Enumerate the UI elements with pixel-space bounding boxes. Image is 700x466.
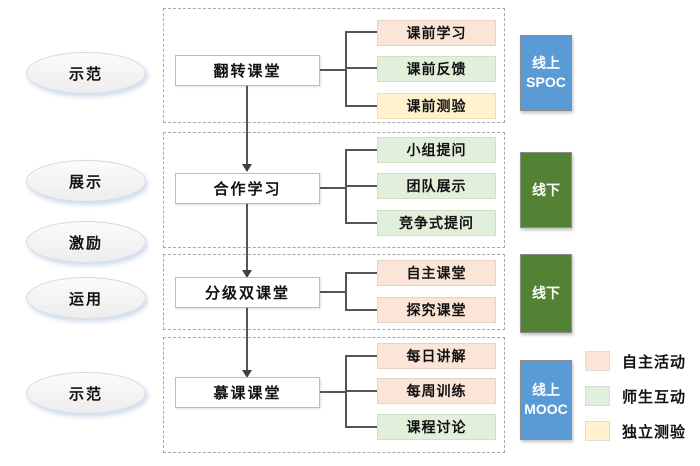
connector-line [345, 309, 377, 311]
flow-arrowhead-1 [242, 164, 252, 172]
flow-line-1 [246, 86, 248, 165]
legend-label-interaction: 师生互动 [622, 388, 687, 406]
connector-line [345, 426, 377, 428]
mode-line1: 线上 [532, 55, 560, 72]
connector-line [345, 105, 377, 107]
connector-line [345, 355, 377, 357]
main-box-cooperative-learning: 合作学习 [175, 173, 320, 204]
flow-line-2 [246, 204, 248, 271]
activity-box-group-questions: 小组提问 [377, 137, 496, 163]
legend-label-independent-test: 独立测验 [622, 423, 687, 441]
mode-line2: MOOC [524, 401, 568, 417]
activity-box-pre-class-study: 课前学习 [377, 20, 496, 46]
flow-line-3 [246, 308, 248, 371]
connector-line [320, 391, 346, 393]
bracket-line [345, 272, 347, 311]
flow-arrowhead-3 [242, 370, 252, 378]
legend-swatch-independent-test [585, 421, 610, 441]
legend-label-self-activity: 自主活动 [622, 353, 687, 371]
connector-line [345, 185, 377, 187]
phase-ellipse-3: 激励 [26, 221, 146, 263]
activity-box-pre-class-test: 课前测验 [377, 93, 496, 119]
activity-box-autonomous-classroom: 自主课堂 [377, 260, 496, 286]
group-frame-4 [163, 337, 505, 453]
phase-ellipse-1: 示范 [26, 52, 146, 94]
activity-box-course-discussion: 课程讨论 [377, 414, 496, 440]
connector-line [345, 390, 377, 392]
group-frame-2 [163, 132, 505, 248]
activity-box-weekly-training: 每周训练 [377, 378, 496, 404]
connector-line [345, 149, 377, 151]
main-box-tiered-dual-classroom: 分级双课堂 [175, 277, 320, 308]
activity-box-competitive-questions: 竞争式提问 [377, 210, 496, 236]
mode-line1: 线下 [532, 181, 560, 198]
main-box-mooc-classroom: 慕课课堂 [175, 377, 320, 408]
legend-swatch-self-activity [585, 351, 610, 371]
connector-line [345, 272, 377, 274]
connector-line [345, 67, 377, 69]
flow-arrowhead-2 [242, 270, 252, 278]
mode-box-offline-1: 线下 [520, 152, 572, 228]
connector-line [345, 222, 377, 224]
activity-box-team-presentation: 团队展示 [377, 173, 496, 199]
connector-line [320, 187, 346, 189]
mode-box-online-mooc: 线上 MOOC [520, 360, 572, 440]
group-frame-3 [163, 254, 505, 330]
connector-line [320, 69, 346, 71]
phase-ellipse-4: 运用 [26, 277, 146, 319]
mode-box-offline-2: 线下 [520, 254, 572, 333]
phase-ellipse-2: 展示 [26, 160, 146, 202]
group-frame-1 [163, 8, 505, 123]
mode-box-online-spoc: 线上 SPOC [520, 35, 572, 111]
legend-swatch-interaction [585, 386, 610, 406]
connector-line [345, 31, 377, 33]
bracket-line [345, 32, 347, 107]
main-box-flipped-classroom: 翻转课堂 [175, 55, 320, 86]
mode-line2: SPOC [526, 74, 566, 90]
activity-box-inquiry-classroom: 探究课堂 [377, 297, 496, 323]
mode-line1: 线上 [532, 382, 560, 399]
connector-line [320, 291, 346, 293]
activity-box-pre-class-feedback: 课前反馈 [377, 56, 496, 82]
phase-ellipse-5: 示范 [26, 372, 146, 414]
activity-box-daily-explanation: 每日讲解 [377, 343, 496, 369]
mode-line1: 线下 [532, 285, 560, 302]
